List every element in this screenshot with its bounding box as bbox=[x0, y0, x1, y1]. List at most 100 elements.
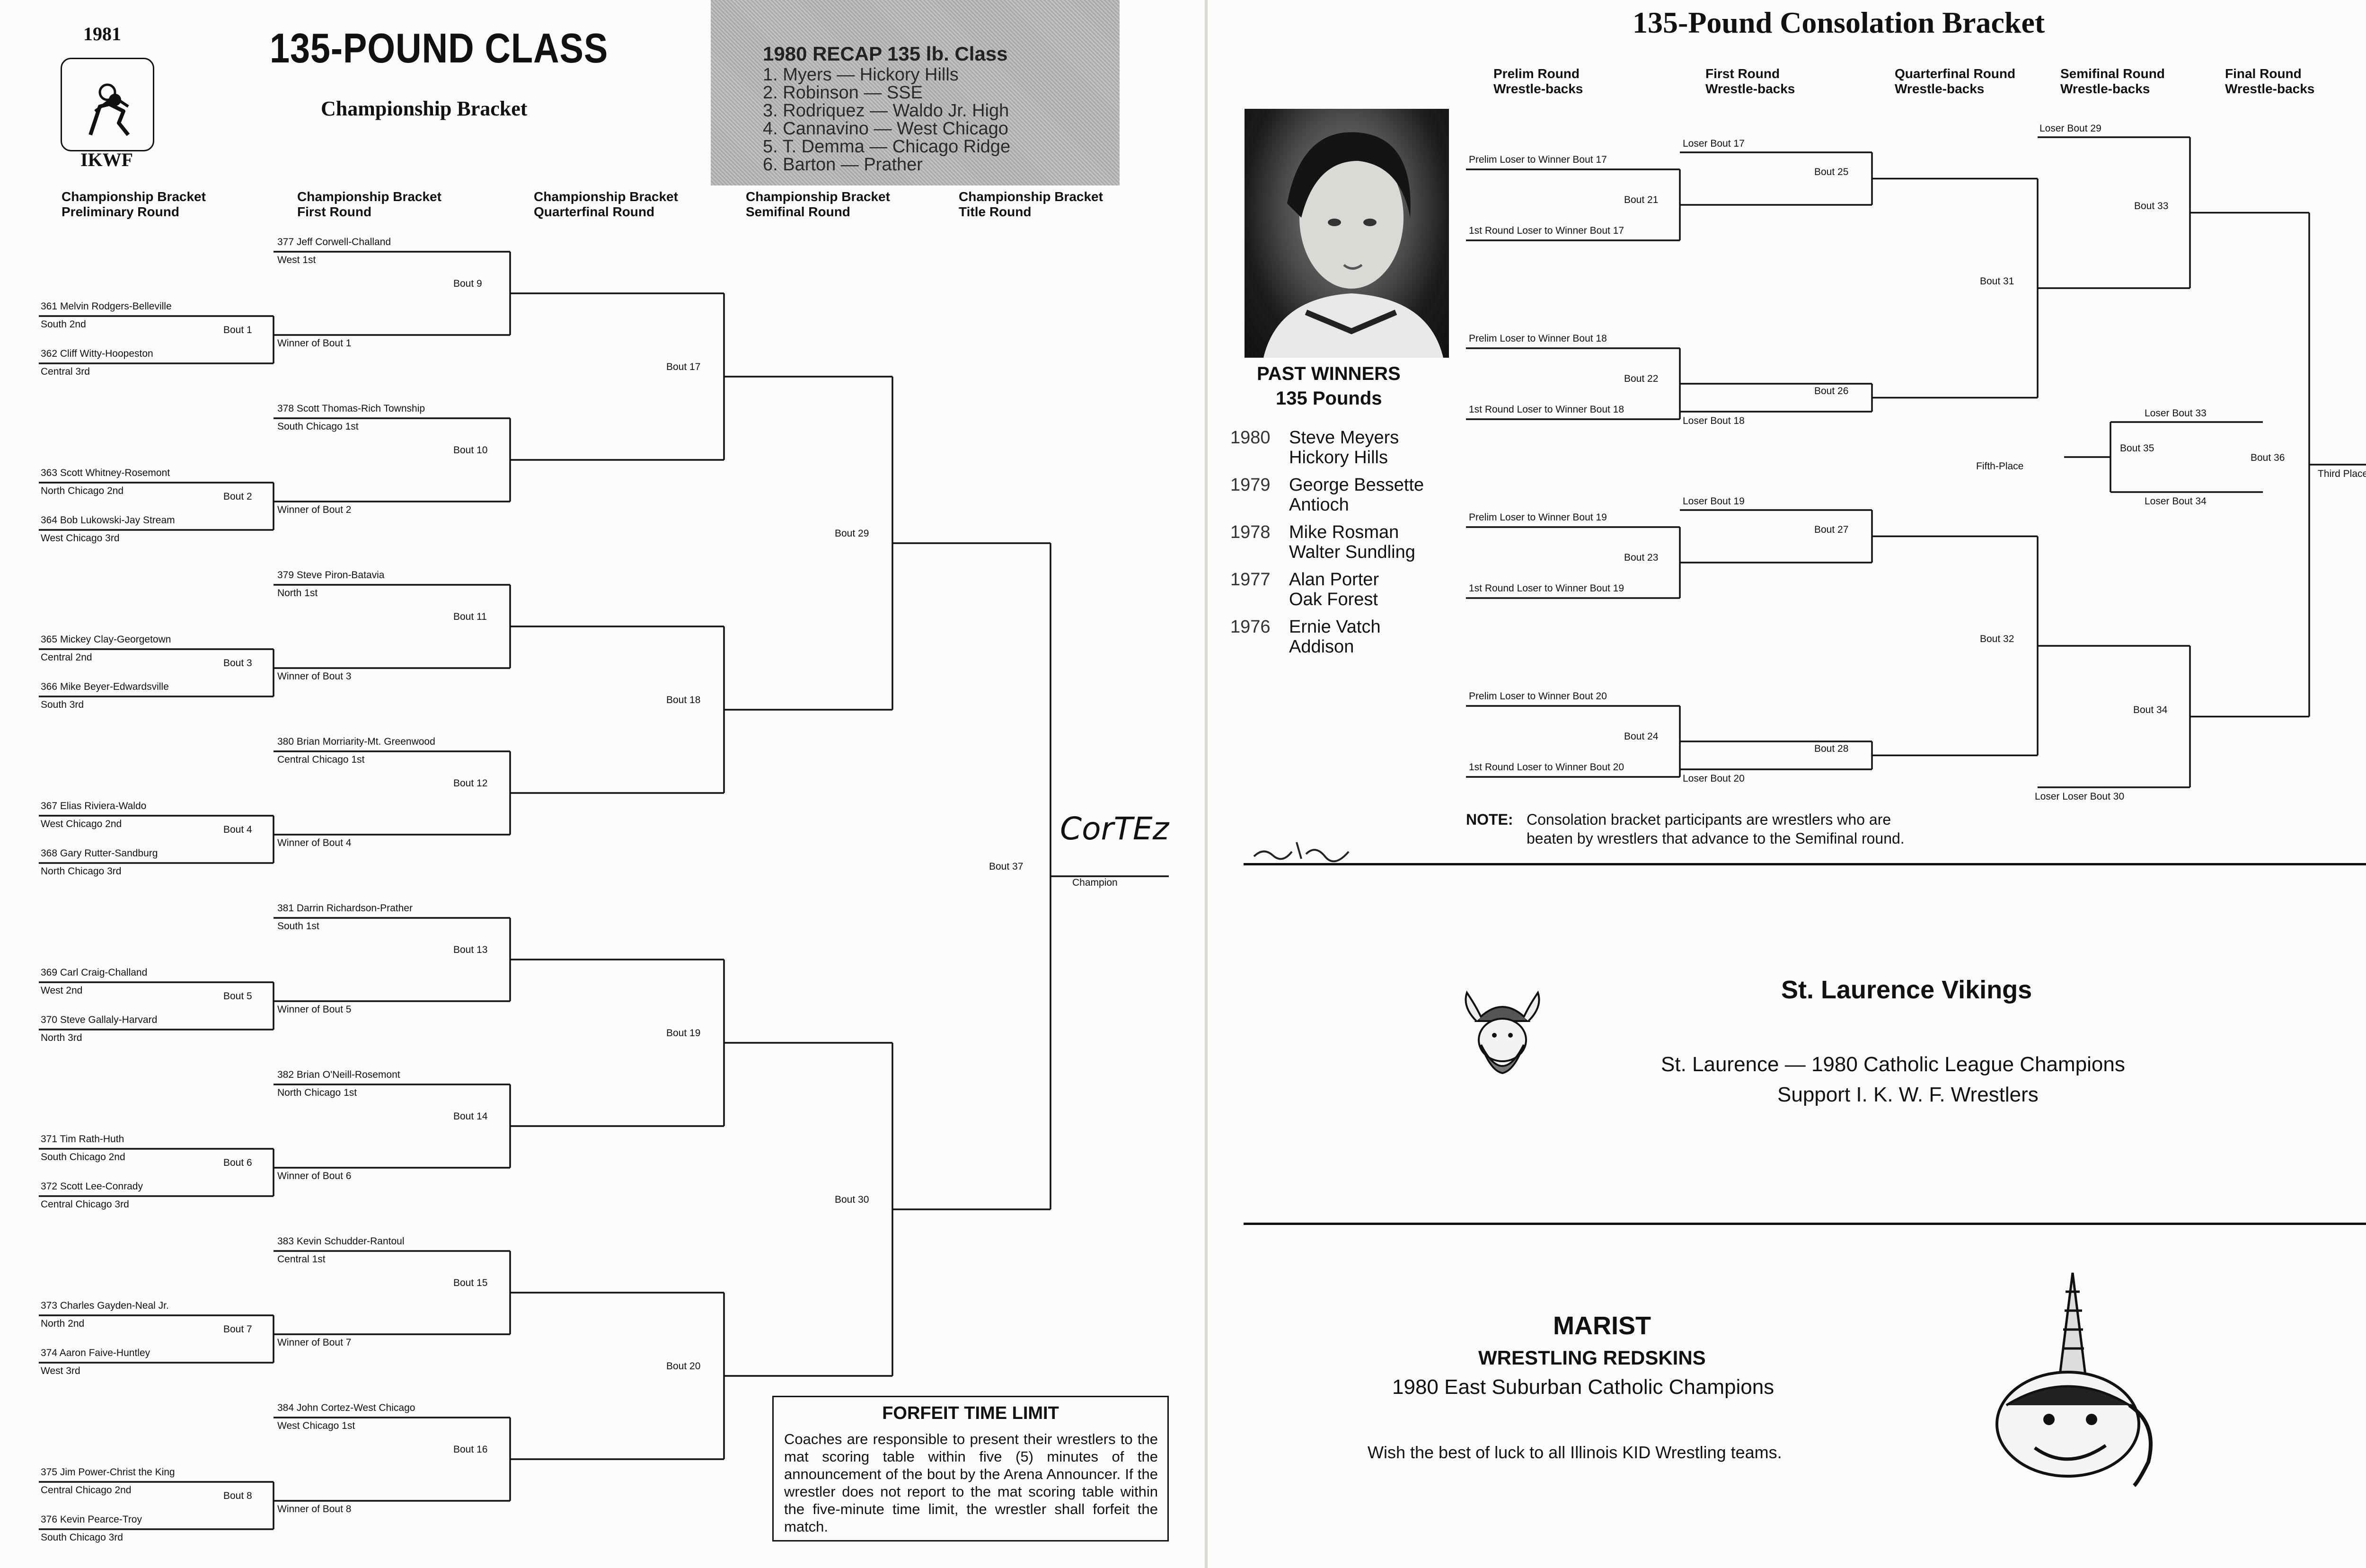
bout-label: Bout 15 bbox=[453, 1277, 488, 1288]
consolation-entry: Loser Bout 19 bbox=[1683, 496, 1745, 507]
consolation-round-header: Wrestle-backs bbox=[2060, 81, 2150, 96]
ad1-line1: St. Laurence — 1980 Catholic League Cham… bbox=[1661, 1053, 2125, 1076]
championship-bracket-lines bbox=[39, 251, 1169, 1530]
seed-region: West Chicago 1st bbox=[277, 1420, 355, 1431]
consolation-entry: Prelim Loser to Winner Bout 17 bbox=[1469, 154, 1607, 165]
prelim-wrestler: 371 Tim Rath-Huth bbox=[41, 1134, 124, 1145]
note-label: NOTE: bbox=[1466, 811, 1513, 828]
round-header: Semifinal Round bbox=[746, 204, 850, 219]
seed-wrestler: 378 Scott Thomas-Rich Township bbox=[277, 403, 425, 414]
bout-label: Bout 20 bbox=[666, 1361, 701, 1372]
prelim-wrestler: 366 Mike Beyer-Edwardsville bbox=[41, 681, 169, 692]
prelim-region: South Chicago 2nd bbox=[41, 1152, 125, 1163]
prelim-region: West Chicago 3rd bbox=[41, 533, 120, 544]
divider bbox=[1244, 1223, 2366, 1225]
consolation-entry: Loser Bout 20 bbox=[1683, 773, 1745, 784]
third-place-label: Third Place bbox=[2318, 468, 2366, 479]
consolation-round-header: Wrestle-backs bbox=[2225, 81, 2315, 96]
bout-label: Bout 21 bbox=[1624, 194, 1659, 205]
bout-label: Bout 37 bbox=[989, 861, 1024, 872]
past-winner-name: Mike Rosman bbox=[1289, 522, 1399, 542]
recap-line: 2. Robinson — SSE bbox=[763, 83, 923, 103]
consolation-round-header: Wrestle-backs bbox=[1493, 81, 1583, 96]
winner-label: Winner of Bout 6 bbox=[277, 1171, 352, 1181]
bout-label: Bout 14 bbox=[453, 1111, 488, 1122]
prelim-region: West Chicago 2nd bbox=[41, 819, 122, 829]
recap-title: 1980 RECAP 135 lb. Class bbox=[763, 43, 1008, 65]
bout-label: Bout 31 bbox=[1980, 276, 2014, 287]
recap-line: 3. Rodriquez — Waldo Jr. High bbox=[763, 101, 1009, 121]
past-winner-school: Hickory Hills bbox=[1289, 448, 1388, 467]
prelim-region: Central 3rd bbox=[41, 366, 90, 377]
bout-label: Bout 34 bbox=[2133, 704, 2168, 715]
bout-label: Bout 9 bbox=[453, 278, 482, 289]
recap-box: 1980 RECAP 135 lb. Class 1. Myers — Hick… bbox=[711, 0, 1120, 185]
prelim-region: West 3rd bbox=[41, 1365, 80, 1376]
consolation-round-header: Wrestle-backs bbox=[1895, 81, 1985, 96]
consolation-entry: 1st Round Loser to Winner Bout 18 bbox=[1469, 404, 1624, 415]
ad2-title: MARIST bbox=[1553, 1312, 1651, 1340]
round-header: Championship Bracket bbox=[297, 189, 441, 204]
winner-label: Winner of Bout 4 bbox=[277, 837, 352, 848]
round-header: Championship Bracket bbox=[62, 189, 206, 204]
viking-head-icon bbox=[1465, 990, 1540, 1075]
consolation-entry: Loser Bout 18 bbox=[1683, 415, 1745, 426]
past-winner-year: 1976 bbox=[1230, 617, 1271, 637]
prelim-region: North Chicago 2nd bbox=[41, 485, 124, 496]
prelim-wrestler: 368 Gary Rutter-Sandburg bbox=[41, 848, 158, 859]
bout-label: Bout 26 bbox=[1814, 385, 1849, 396]
ikwf-logo bbox=[61, 58, 154, 151]
consolation-entry: Prelim Loser to Winner Bout 19 bbox=[1469, 512, 1607, 523]
bout-label: Bout 13 bbox=[453, 944, 488, 955]
past-winner-name: Alan Porter bbox=[1289, 570, 1379, 590]
bout-label: Bout 1 bbox=[223, 325, 252, 335]
note-line: beaten by wrestlers that advance to the … bbox=[1527, 830, 1905, 847]
note-line: Consolation bracket participants are wre… bbox=[1527, 811, 1891, 828]
round-header: Championship Bracket bbox=[746, 189, 890, 204]
bout-label: Bout 23 bbox=[1624, 552, 1659, 563]
seed-wrestler: 383 Kevin Schudder-Rantoul bbox=[277, 1236, 405, 1247]
past-winner-school: Antioch bbox=[1289, 495, 1349, 515]
bout-label: Bout 22 bbox=[1624, 373, 1659, 384]
bout-label: Bout 17 bbox=[666, 361, 701, 372]
signature-scribble-icon bbox=[1253, 842, 1350, 863]
prelim-wrestler: 362 Cliff Witty-Hoopeston bbox=[41, 348, 153, 359]
consolation-entry: 1st Round Loser to Winner Bout 20 bbox=[1469, 762, 1624, 773]
seed-wrestler: 384 John Cortez-West Chicago bbox=[277, 1402, 415, 1413]
bout-label: Bout 29 bbox=[835, 528, 869, 539]
prelim-region: Central Chicago 3rd bbox=[41, 1199, 129, 1210]
prelim-region: Central Chicago 2nd bbox=[41, 1485, 132, 1496]
bout-label: Bout 6 bbox=[223, 1157, 252, 1168]
past-winner-school: Oak Forest bbox=[1289, 590, 1378, 609]
seed-wrestler: 380 Brian Morriarity-Mt. Greenwood bbox=[277, 736, 435, 747]
consolation-entry: Loser Bout 29 bbox=[2039, 123, 2101, 134]
consolation-entry: Loser Bout 33 bbox=[2145, 408, 2207, 419]
prelim-wrestler: 376 Kevin Pearce-Troy bbox=[41, 1514, 142, 1525]
round-header: Preliminary Round bbox=[62, 204, 179, 219]
recap-line: 4. Cannavino — West Chicago bbox=[763, 119, 1008, 139]
prelim-wrestler: 367 Elias Riviera-Waldo bbox=[41, 801, 147, 811]
prelim-wrestler: 373 Charles Gayden-Neal Jr. bbox=[41, 1300, 169, 1311]
round-header: First Round bbox=[297, 204, 372, 219]
past-winner-name: George Bessette bbox=[1289, 475, 1424, 495]
prelim-region: North Chicago 3rd bbox=[41, 866, 122, 877]
past-winner-name: Ernie Vatch bbox=[1289, 617, 1381, 637]
consolation-round-header: Quarterfinal Round bbox=[1895, 66, 2016, 81]
bout-label: Bout 10 bbox=[453, 445, 488, 456]
prelim-region: North 2nd bbox=[41, 1318, 85, 1329]
past-winner-year: 1979 bbox=[1230, 475, 1271, 495]
bout-label: Bout 12 bbox=[453, 778, 488, 789]
bout-label: Bout 16 bbox=[453, 1444, 488, 1455]
consolation-round-header: Semifinal Round bbox=[2060, 66, 2165, 81]
portrait-image bbox=[1263, 132, 1443, 358]
consolation-round-header: Wrestle-backs bbox=[1705, 81, 1795, 96]
prelim-wrestler: 370 Steve Gallaly-Harvard bbox=[41, 1014, 158, 1025]
round-header: Quarterfinal Round bbox=[534, 204, 655, 219]
prelim-wrestler: 361 Melvin Rodgers-Belleville bbox=[41, 301, 172, 312]
round-header: Title Round bbox=[959, 204, 1032, 219]
bout-label: Bout 8 bbox=[223, 1490, 252, 1501]
ad2-line1: 1980 East Suburban Catholic Champions bbox=[1392, 1375, 1774, 1399]
past-winner-name: Steve Meyers bbox=[1289, 428, 1399, 448]
bout-label: Bout 27 bbox=[1814, 524, 1849, 535]
